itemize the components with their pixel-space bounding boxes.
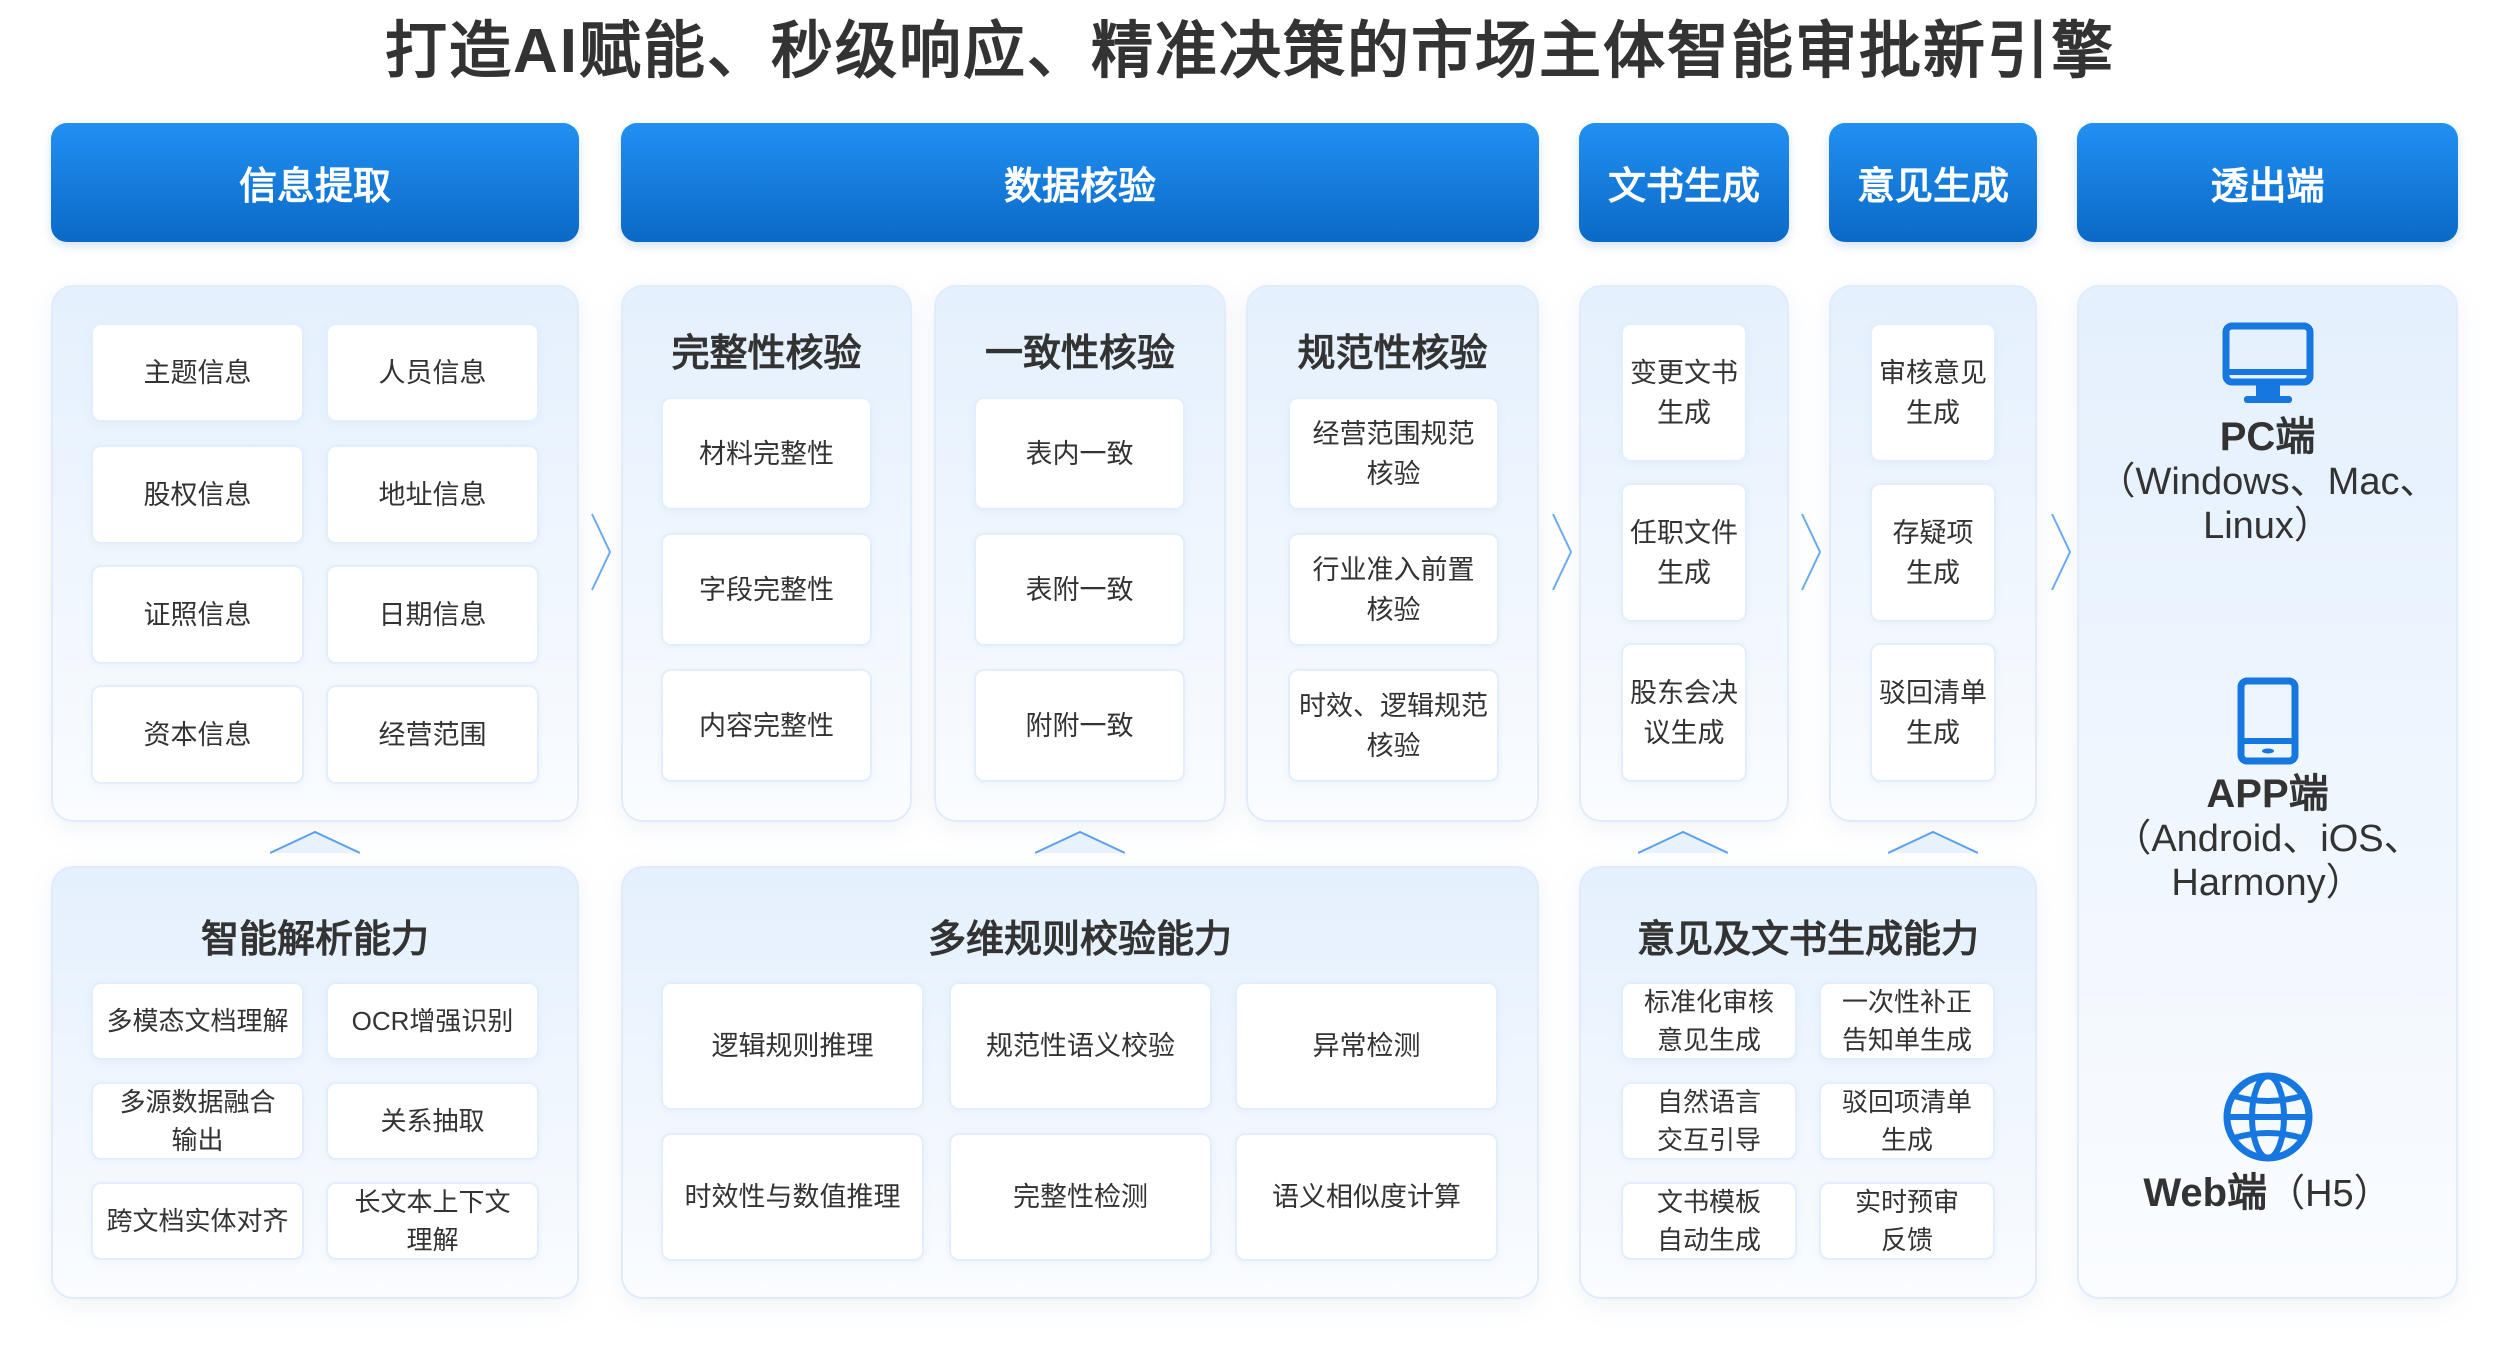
completeness-title: 完整性核验 <box>671 333 862 375</box>
rule-check-item: 逻辑规则推理 <box>661 982 924 1110</box>
check-item: 附附一致 <box>974 669 1185 782</box>
generation-capability-item: 驳回项清单 生成 <box>1819 1082 1995 1160</box>
device-app: APP端 （Android、iOS、 Harmony） <box>2077 771 2458 905</box>
check-item: 行业准入前置 核验 <box>1288 533 1499 646</box>
tablet-icon <box>2237 677 2299 765</box>
rule-check-item: 完整性检测 <box>949 1133 1212 1261</box>
info-item: 日期信息 <box>326 565 539 664</box>
info-item: 地址信息 <box>326 445 539 544</box>
generation-capability-item: 实时预审 反馈 <box>1819 1182 1995 1260</box>
arrow-right-icon <box>591 513 612 591</box>
generation-capability-item: 自然语言 交互引导 <box>1621 1082 1797 1160</box>
header-output-endpoints: 透出端 <box>2077 123 2458 242</box>
device-web: Web端（H5） <box>2077 1170 2458 1216</box>
rule-check-item: 规范性语义校验 <box>949 982 1212 1110</box>
check-item: 字段完整性 <box>661 533 872 646</box>
generation-capability-title: 意见及文书生成能力 <box>1636 919 1979 961</box>
generation-capability-item: 标准化审核 意见生成 <box>1621 982 1797 1060</box>
opinion-item: 存疑项 生成 <box>1870 483 1996 622</box>
check-item: 内容完整性 <box>661 669 872 782</box>
parsing-capability-item: 关系抽取 <box>326 1082 539 1160</box>
device-platforms: （Windows、Mac、 Linux） <box>2097 461 2438 547</box>
arrow-up-icon <box>1888 830 1978 854</box>
info-item: 人员信息 <box>326 323 539 422</box>
header-opinion-generation: 意见生成 <box>1829 123 2037 242</box>
info-item: 主题信息 <box>91 323 304 422</box>
consistency-title: 一致性核验 <box>984 333 1175 375</box>
arrow-right-icon <box>1801 513 1822 591</box>
document-item: 变更文书 生成 <box>1621 323 1747 462</box>
rule-check-capability-title: 多维规则校验能力 <box>927 919 1232 961</box>
check-item: 经营范围规范 核验 <box>1288 397 1499 510</box>
parsing-capability-item: 长文本上下文 理解 <box>326 1182 539 1260</box>
header-data-verification: 数据核验 <box>621 123 1539 242</box>
parsing-capability-item: 跨文档实体对齐 <box>91 1182 304 1260</box>
info-item: 股权信息 <box>91 445 304 544</box>
arrow-up-icon <box>1638 830 1728 854</box>
arrow-up-icon <box>1035 830 1125 854</box>
info-item: 资本信息 <box>91 685 304 784</box>
parsing-capability-item: 多模态文档理解 <box>91 982 304 1060</box>
arrow-right-icon <box>1552 513 1573 591</box>
page-title: 打造AI赋能、秒级响应、精准决策的市场主体智能审批新引擎 <box>384 17 2115 86</box>
document-item: 任职文件 生成 <box>1621 483 1747 622</box>
rule-check-item: 异常检测 <box>1235 982 1498 1110</box>
device-platforms: （Android、iOS、 Harmony） <box>2113 818 2422 904</box>
device-name: Web端 <box>2143 1171 2268 1215</box>
device-name: PC端 <box>2219 415 2316 459</box>
parsing-capability-item: 多源数据融合 输出 <box>91 1082 304 1160</box>
generation-capability-item: 一次性补正 告知单生成 <box>1819 982 1995 1060</box>
parsing-capability-title: 智能解析能力 <box>200 919 429 961</box>
device-name: APP端 <box>2206 772 2329 816</box>
device-platforms: （H5） <box>2267 1173 2392 1215</box>
opinion-item: 驳回清单 生成 <box>1870 643 1996 782</box>
check-item: 时效、逻辑规范 核验 <box>1288 669 1499 782</box>
document-item: 股东会决 议生成 <box>1621 643 1747 782</box>
arrow-right-icon <box>2051 513 2072 591</box>
monitor-icon <box>2222 322 2314 403</box>
info-item: 经营范围 <box>326 685 539 784</box>
arrow-up-icon <box>270 830 360 854</box>
globe-icon <box>2223 1072 2313 1162</box>
info-item: 证照信息 <box>91 565 304 664</box>
compliance-title: 规范性核验 <box>1297 333 1488 375</box>
device-pc: PC端 （Windows、Mac、 Linux） <box>2077 414 2458 548</box>
header-info-extraction: 信息提取 <box>51 123 579 242</box>
check-item: 表附一致 <box>974 533 1185 646</box>
rule-check-item: 语义相似度计算 <box>1235 1133 1498 1261</box>
check-item: 材料完整性 <box>661 397 872 510</box>
generation-capability-item: 文书模板 自动生成 <box>1621 1182 1797 1260</box>
rule-check-item: 时效性与数值推理 <box>661 1133 924 1261</box>
header-document-generation: 文书生成 <box>1579 123 1789 242</box>
check-item: 表内一致 <box>974 397 1185 510</box>
parsing-capability-item: OCR增强识别 <box>326 982 539 1060</box>
opinion-item: 审核意见 生成 <box>1870 323 1996 462</box>
endpoints-panel <box>2077 285 2458 1299</box>
